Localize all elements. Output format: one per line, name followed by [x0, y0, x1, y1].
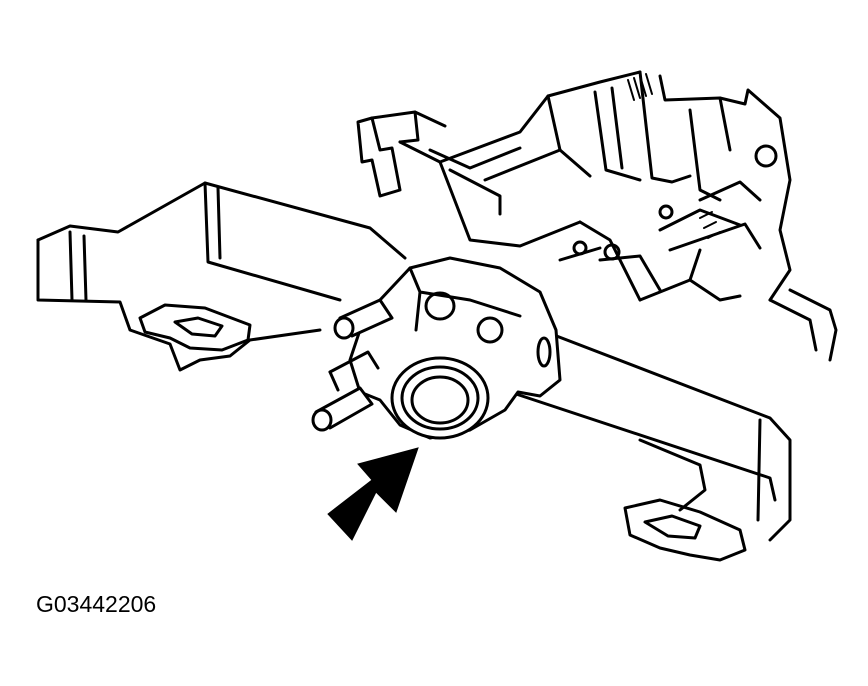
callout-arrow — [327, 447, 419, 541]
lower-frame-rail — [508, 320, 792, 542]
callout-arrow-shape — [327, 447, 419, 541]
left-base-plate — [36, 181, 407, 372]
upper-mechanism — [356, 70, 838, 362]
left-slotted-tab — [138, 303, 252, 352]
guide-pins — [311, 298, 394, 432]
figure-id-label: G03442206 — [36, 591, 157, 617]
lower-right-slotted-tab — [623, 498, 747, 562]
round-collar — [390, 356, 490, 440]
